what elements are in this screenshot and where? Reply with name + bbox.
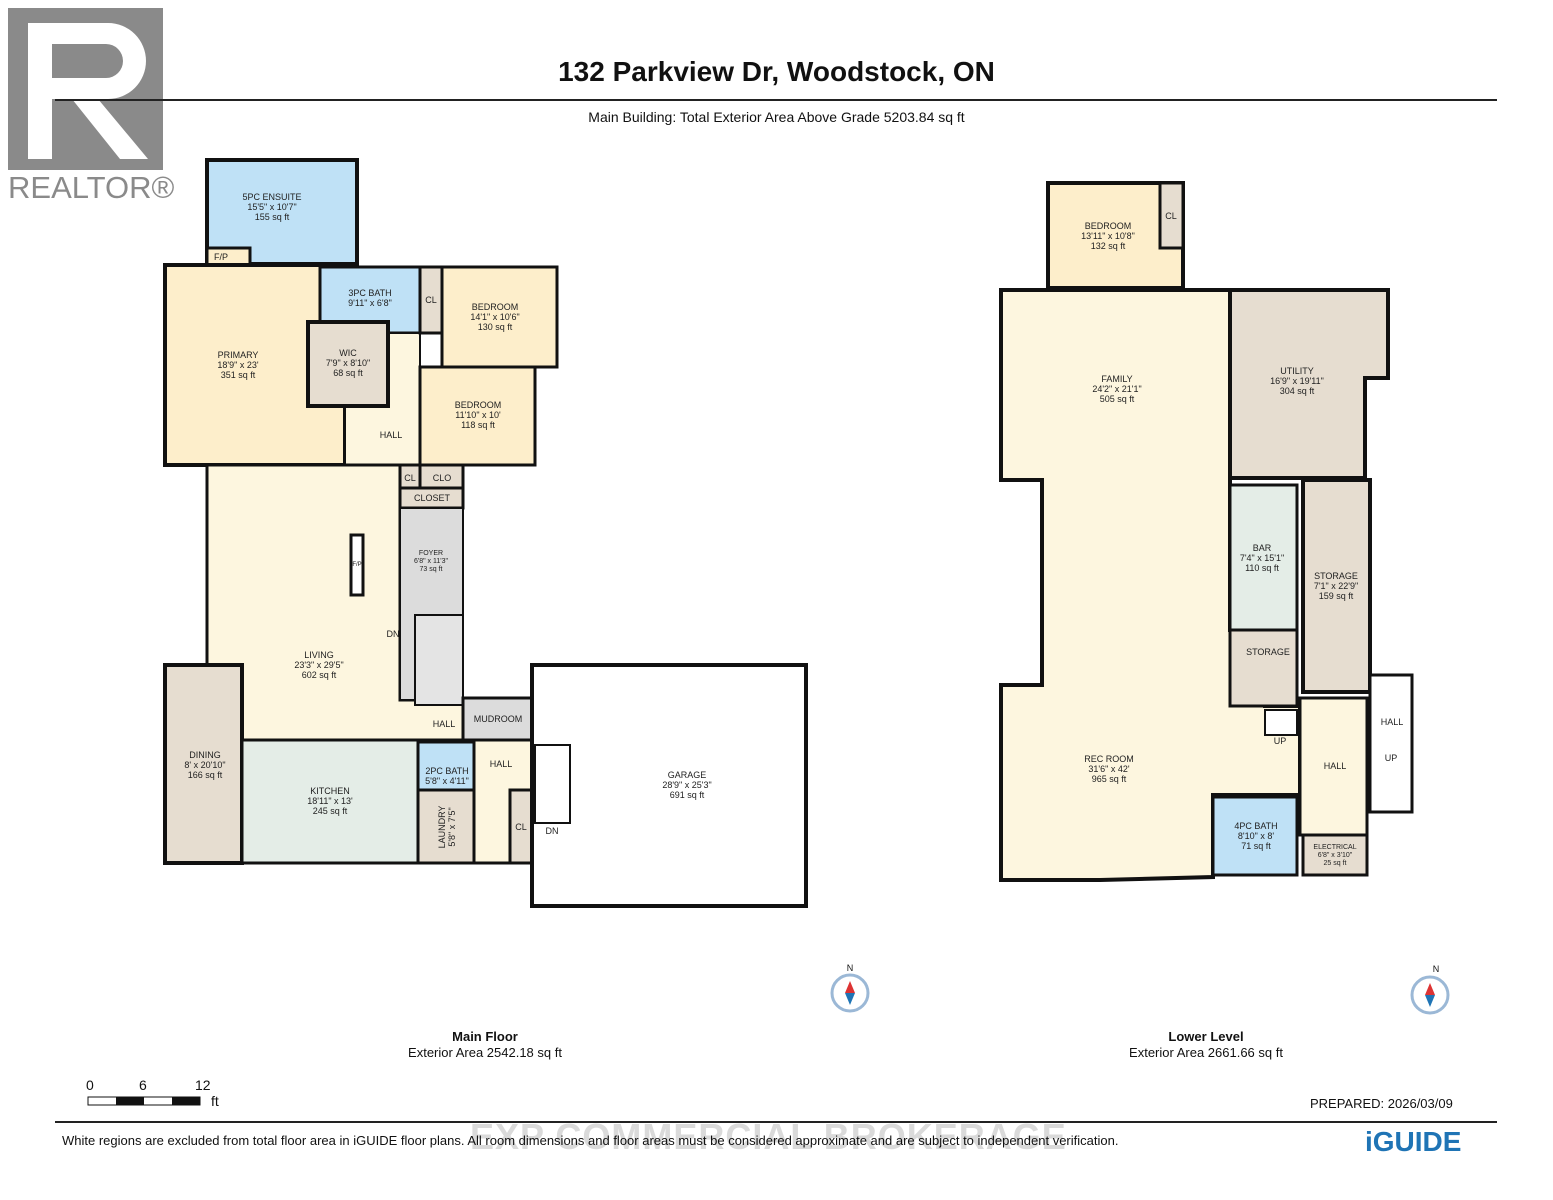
scale-tick-6: 6 [139, 1077, 147, 1093]
fireplace [349, 533, 365, 597]
stairs-garage [534, 744, 571, 824]
room-label: HALL [1323, 761, 1347, 771]
room-label: CL [404, 473, 416, 483]
room-electrical [1301, 833, 1369, 877]
room-4pc-bath [1211, 795, 1299, 877]
page-subtitle: Main Building: Total Exterior Area Above… [588, 109, 965, 125]
room-bedroom-2 [418, 365, 537, 467]
room-label: HALL [379, 430, 403, 440]
room-label: DN [386, 629, 400, 639]
room-label: CL [1165, 211, 1177, 221]
room-mudroom [461, 696, 534, 742]
realtor-wordmark: REALTOR® [8, 170, 175, 205]
room-label: CL [425, 295, 437, 305]
compass-icon [830, 973, 870, 1013]
room-wic [306, 320, 390, 408]
stairs-ll [1264, 709, 1298, 736]
iguide-logo: iGUIDE [1365, 1126, 1462, 1157]
room-label: STORAGE [1246, 647, 1290, 657]
prepared-date: PREPARED: 2026/03/09 [1310, 1096, 1453, 1111]
room-laundry [416, 788, 476, 865]
room-storage-small [1228, 628, 1299, 708]
room-garage [530, 663, 808, 908]
room-ll-hall-2 [1368, 673, 1414, 814]
room-label: MUDROOM [473, 714, 523, 724]
disclaimer: White regions are excluded from total fl… [62, 1133, 1119, 1148]
room-label: DN [545, 826, 559, 836]
room-label: CLOSET [413, 493, 451, 503]
room-label: UP [1384, 753, 1398, 763]
compass-north-label: N [1432, 964, 1440, 974]
room-kitchen [240, 738, 420, 865]
room-2pc-bath [416, 740, 476, 792]
room-label: HALL [1380, 717, 1404, 727]
title-divider [55, 99, 1497, 101]
scale-tick-0: 0 [86, 1077, 94, 1093]
room-utility [1228, 288, 1390, 480]
room-ll-hall [1298, 696, 1369, 837]
room-label: HALL [489, 759, 513, 769]
room-label: CLO [432, 473, 452, 483]
stairs-main [414, 614, 464, 706]
compass-north-label: N [846, 963, 854, 973]
page-title: 132 Parkview Dr, Woodstock, ON [558, 56, 995, 87]
watermark: EXP COMMERCIAL BROKERAGE [470, 1116, 1067, 1157]
compass-icon [1410, 975, 1450, 1015]
room-storage-big [1301, 478, 1372, 694]
room-label: CL [515, 822, 527, 832]
scale-unit: ft [211, 1093, 219, 1109]
room-label: F/P [352, 562, 362, 568]
scale-bar [87, 1096, 201, 1106]
realtor-logo [8, 8, 163, 170]
room-bar [1228, 483, 1299, 632]
room-label: HALL [432, 719, 456, 729]
room-ll-cl [1158, 181, 1185, 250]
scale-tick-12: 12 [195, 1077, 211, 1093]
room-label: UP [1273, 736, 1287, 746]
room-label: F/P [213, 252, 229, 262]
